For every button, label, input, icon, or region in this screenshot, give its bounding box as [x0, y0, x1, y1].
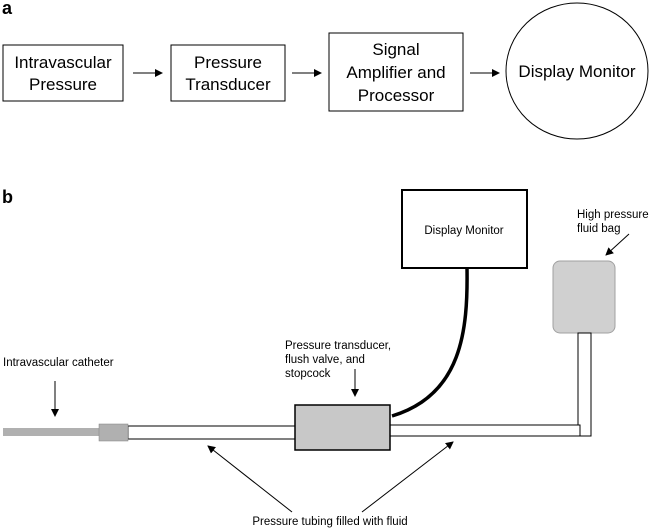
- tubing-pointer-left: [207, 445, 293, 513]
- pressure-transducer-line2: Transducer: [185, 75, 271, 94]
- fluid-bag: [552, 260, 616, 334]
- display-monitor-label: Display Monitor: [424, 225, 503, 237]
- catheter-hub: [98, 423, 129, 442]
- monitor-cable: [391, 267, 469, 418]
- panel-a-letter: a: [2, 0, 13, 18]
- fluid-bag-label-line1: High pressure: [577, 209, 649, 221]
- catheter-needle: [3, 428, 99, 436]
- pressure-transducer-box: [170, 44, 286, 102]
- tubing-left: [127, 425, 297, 440]
- signal-amplifier-line2: Amplifier and: [346, 63, 445, 82]
- signal-amplifier-box: [328, 32, 464, 112]
- intravascular-pressure-line1: Intravascular: [14, 53, 112, 72]
- tubing-pointer-right: [361, 441, 454, 513]
- display-monitor-circle-label: Display Monitor: [518, 62, 635, 81]
- catheter-label: Intravascular catheter: [3, 357, 114, 369]
- fluid-bag-label-line2: fluid bag: [577, 223, 620, 235]
- fluid-bag-pointer: [605, 233, 630, 256]
- transducer-label-line1: Pressure transducer,: [285, 340, 391, 352]
- signal-amplifier-line3: Processor: [358, 86, 435, 105]
- tubing-right: [389, 424, 581, 437]
- pressure-transducer-device: [294, 404, 391, 451]
- signal-amplifier-line1: Signal: [372, 40, 419, 59]
- intravascular-pressure-line2: Pressure: [29, 75, 97, 94]
- bag-tube-vertical: [577, 332, 592, 437]
- transducer-label-line3: stopcock: [285, 368, 331, 380]
- display-monitor-circle: [505, 2, 649, 140]
- display-monitor-box: [401, 189, 528, 269]
- intravascular-pressure-box: [2, 44, 124, 102]
- panel-b-letter: b: [2, 187, 13, 207]
- tubing-label: Pressure tubing filled with fluid: [252, 516, 407, 528]
- transducer-label-line2: flush valve, and: [285, 354, 365, 366]
- pressure-transducer-line1: Pressure: [194, 53, 262, 72]
